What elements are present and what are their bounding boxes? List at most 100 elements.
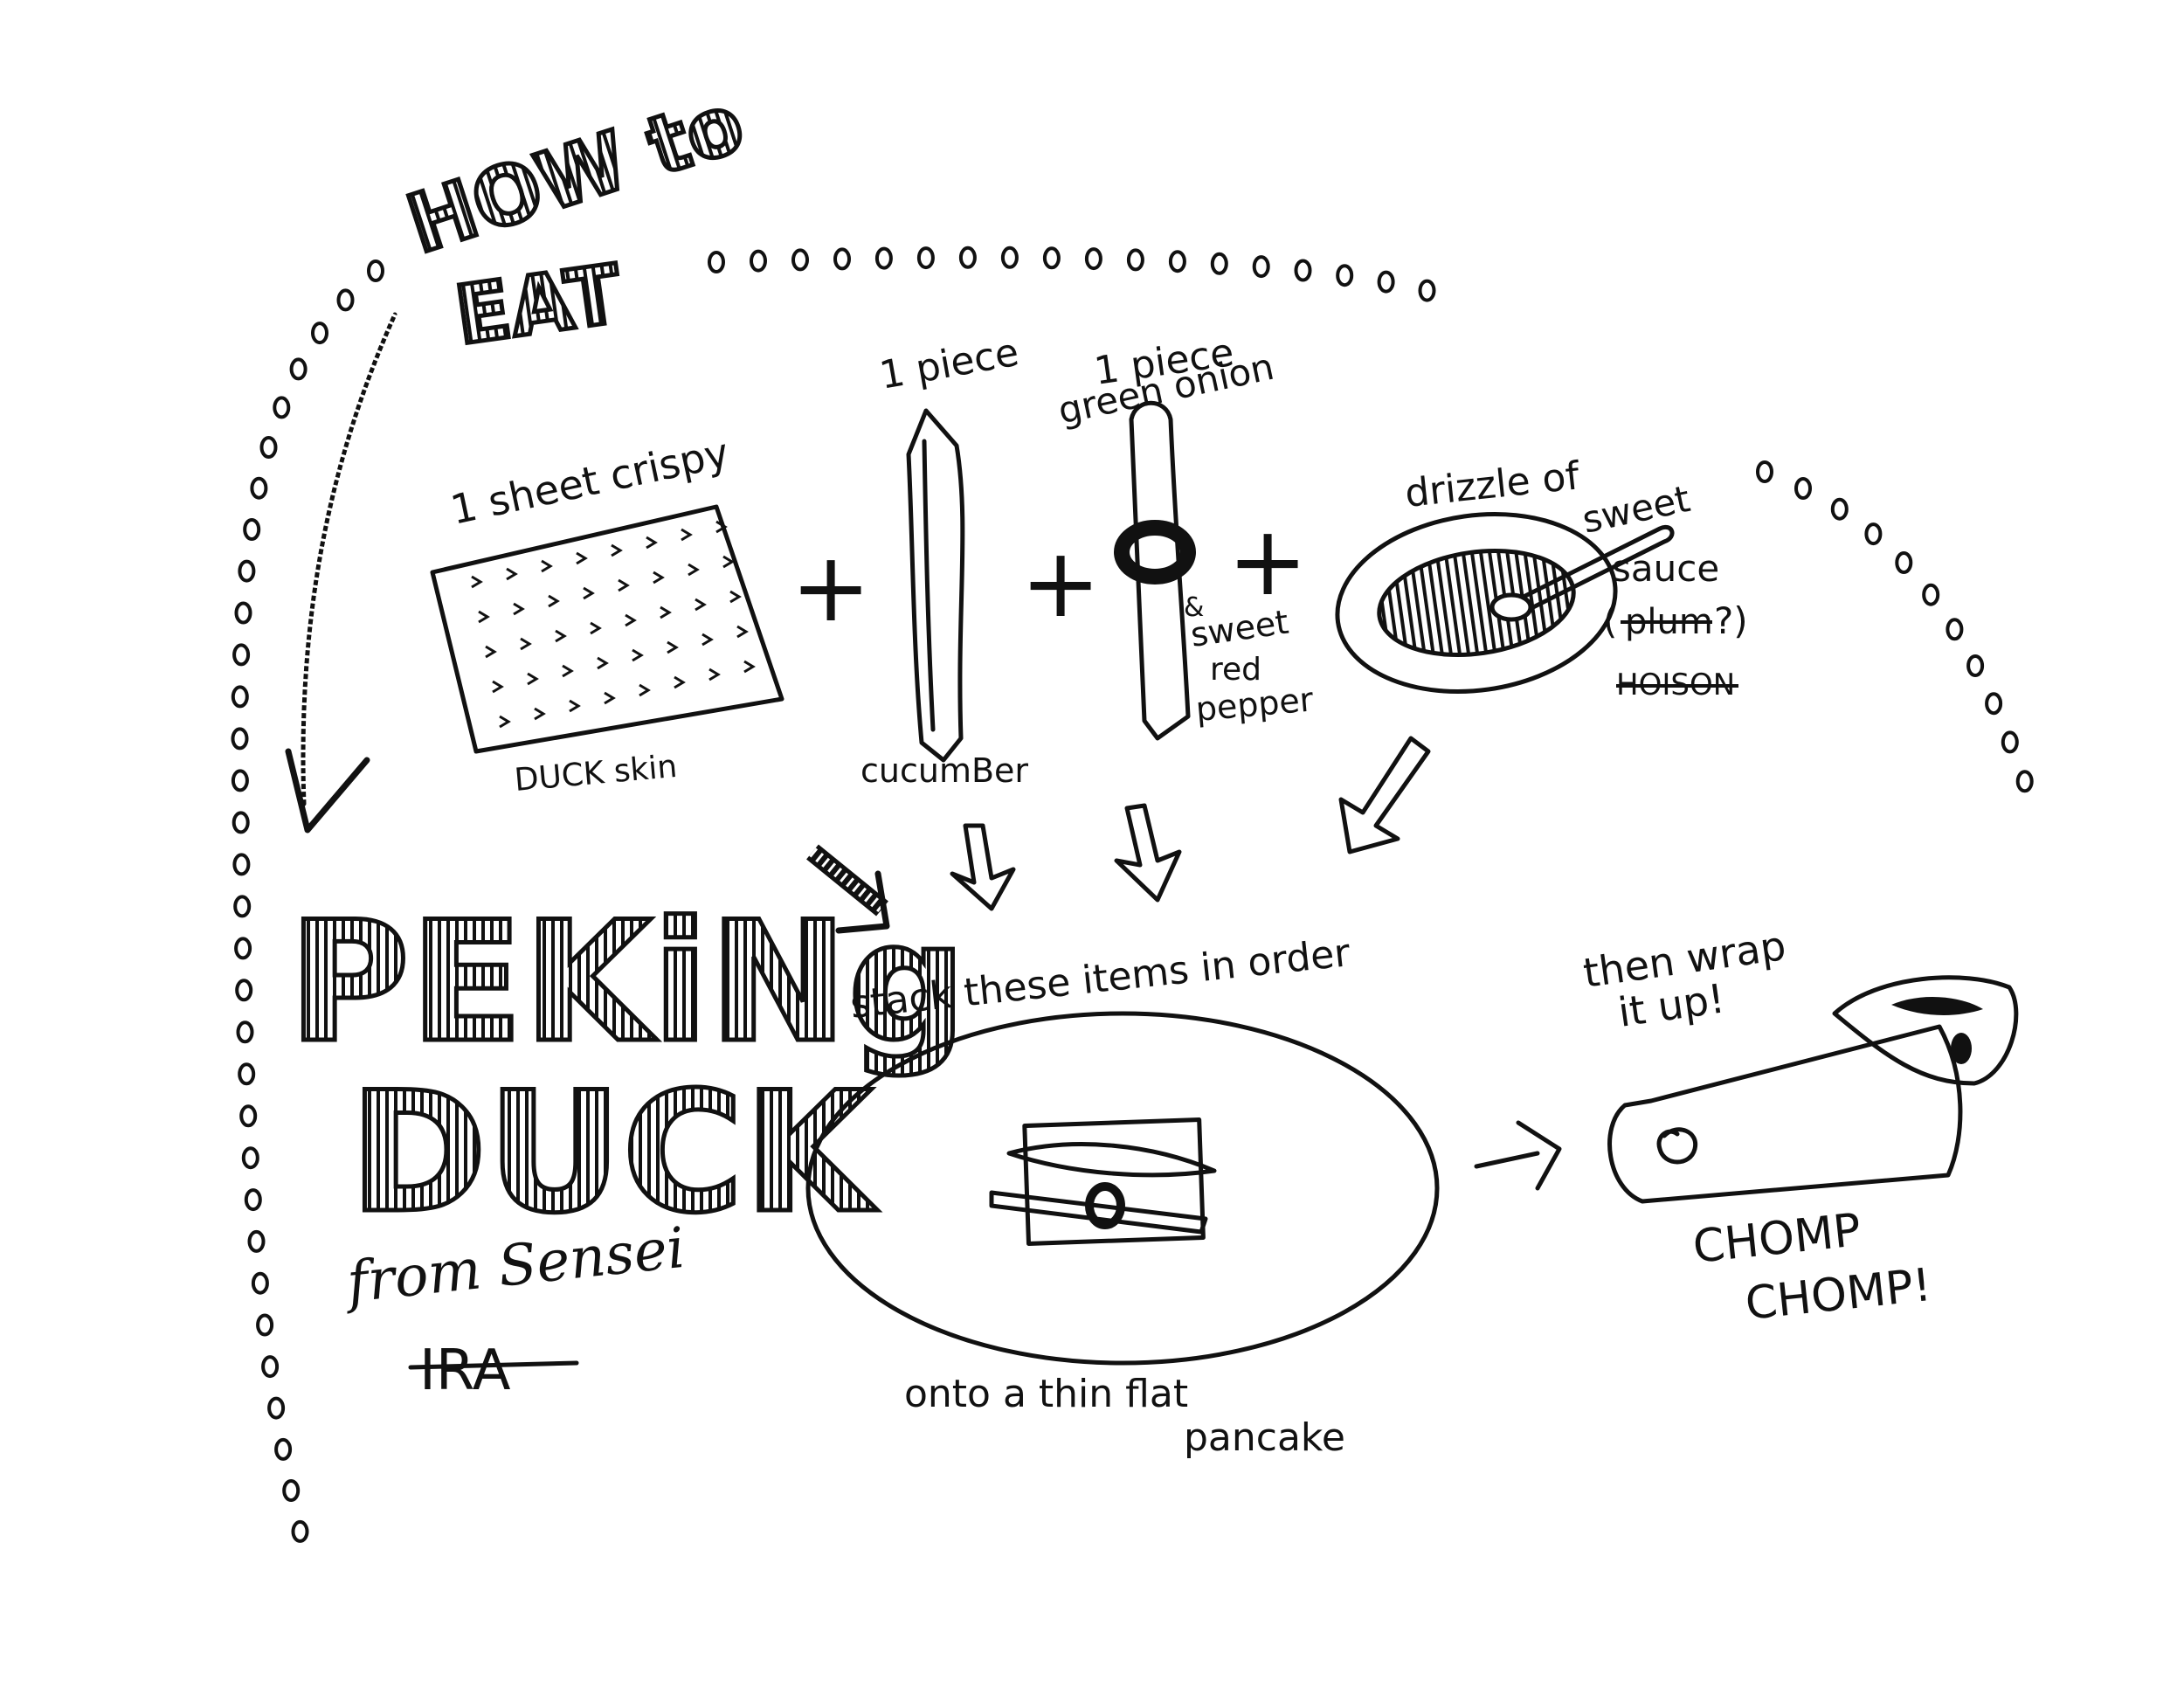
sauce-label-1: drizzle of: [1403, 453, 1583, 516]
border-dot: [250, 476, 268, 500]
curved-arrow-down: [285, 310, 404, 834]
sauce-paren-close: ?): [1714, 599, 1748, 642]
skin-chevron: [569, 699, 581, 713]
border-dot: [367, 259, 384, 282]
sauce-bowl: [1335, 512, 1675, 694]
sauce-label-2: sweet: [1579, 477, 1694, 542]
heading-line-1: HOW to: [397, 76, 755, 272]
border-dot: [238, 559, 256, 583]
pancake-label-1: onto a thin flat: [904, 1372, 1188, 1416]
title-line-1: PEKiNg: [288, 886, 966, 1079]
border-dot: [1084, 247, 1102, 271]
arrow-from-sauce: [1338, 736, 1431, 854]
border-dot: [273, 396, 291, 419]
border-dot: [1168, 250, 1186, 273]
border-dot: [1252, 255, 1270, 279]
border-dot: [232, 853, 251, 876]
border-dot: [1000, 246, 1019, 269]
skin-chevron: [478, 610, 490, 624]
border-dot: [1966, 654, 1985, 677]
sauce-label-4: ( plum ?): [1603, 599, 1748, 642]
sauce-pool: [1377, 548, 1576, 658]
duck-bottom-label: DUCK skin: [513, 749, 679, 799]
border-dot: [267, 1396, 286, 1420]
skin-chevron: [541, 559, 553, 573]
border-dot: [289, 357, 308, 381]
skin-chevron: [604, 691, 616, 705]
skin-chevron: [688, 563, 700, 577]
skin-chevron: [576, 551, 588, 565]
skin-chevron: [722, 555, 735, 569]
border-dot: [282, 1479, 301, 1502]
skin-chevron: [527, 672, 539, 686]
stacked-items: [989, 1117, 1217, 1246]
plus-sign-2: +: [1020, 527, 1101, 639]
roll-spiral: [1656, 1127, 1698, 1165]
skin-chevron: [625, 613, 637, 627]
duck-skin-sheet: [430, 504, 784, 754]
border-dot: [232, 643, 251, 667]
skin-chevron: [555, 629, 567, 643]
border-dot: [958, 246, 977, 269]
mouth: [1832, 975, 2019, 1086]
heading-line-2: EAT: [450, 247, 627, 363]
skin-chevron: [562, 664, 574, 678]
skin-chevron: [660, 605, 672, 619]
skin-chevron: [646, 536, 658, 550]
skin-chevron: [708, 668, 721, 681]
border-dot: [1756, 460, 1773, 483]
title-line-2: DUCK: [349, 1056, 877, 1249]
cucumber-bottom-label: cucumBer: [860, 751, 1028, 790]
onion-side-label-3: red: [1210, 652, 1261, 688]
border-dot: [2015, 770, 2034, 793]
plus-sign-1: +: [791, 531, 871, 643]
border-dot: [1377, 270, 1395, 294]
skin-chevron: [639, 683, 651, 697]
border-dot: [311, 322, 328, 345]
author-underline: [408, 1360, 579, 1370]
duck-top-label: 1 sheet crispy: [446, 429, 733, 534]
sauce-label-5: HOISON: [1616, 668, 1738, 702]
border-dot: [916, 246, 935, 270]
arrow-from-cucumber: [950, 823, 1016, 911]
border-dot: [243, 518, 261, 541]
skin-chevron: [736, 625, 749, 639]
title-author: IRA: [419, 1339, 511, 1403]
border-dot: [1294, 259, 1312, 282]
border-dot: [1418, 279, 1436, 302]
pancake-label-2: pancake: [1184, 1415, 1345, 1460]
border-dot: [231, 769, 249, 792]
skin-chevron: [695, 598, 707, 612]
border-dot: [291, 1519, 309, 1543]
border-dot: [874, 246, 893, 270]
red-pepper-ring: [1114, 520, 1196, 585]
skin-chevron: [674, 675, 686, 689]
cucumber-piece: [906, 408, 965, 763]
border-dot: [231, 727, 249, 751]
duck-skin-texture: [471, 520, 756, 729]
border-dot: [336, 288, 355, 312]
border-dot: [1922, 583, 1940, 606]
arrow-from-duck: [806, 844, 890, 934]
border-dot: [1210, 252, 1228, 275]
border-dot: [234, 601, 252, 625]
how-to-eat-heading-2: EAT: [447, 245, 629, 364]
border-dot: [1042, 246, 1061, 270]
skin-chevron: [743, 660, 756, 674]
border-dot: [1864, 522, 1883, 546]
border-dot: [274, 1437, 293, 1461]
spoon: [1509, 524, 1675, 614]
skin-chevron: [653, 571, 665, 585]
border-dot: [236, 1020, 254, 1044]
arrow-to-wrap: [1474, 1120, 1562, 1191]
skin-chevron: [632, 648, 644, 662]
onion-side-label-1: &: [1184, 592, 1204, 623]
border-dot: [1895, 551, 1913, 574]
plus-sign-3: +: [1227, 505, 1308, 617]
skin-chevron: [513, 602, 525, 616]
sauce-paren-open: (: [1603, 599, 1617, 642]
skin-chevron: [492, 680, 504, 694]
sauce-label-3: sauce: [1612, 547, 1719, 590]
skin-chevron: [667, 640, 679, 654]
